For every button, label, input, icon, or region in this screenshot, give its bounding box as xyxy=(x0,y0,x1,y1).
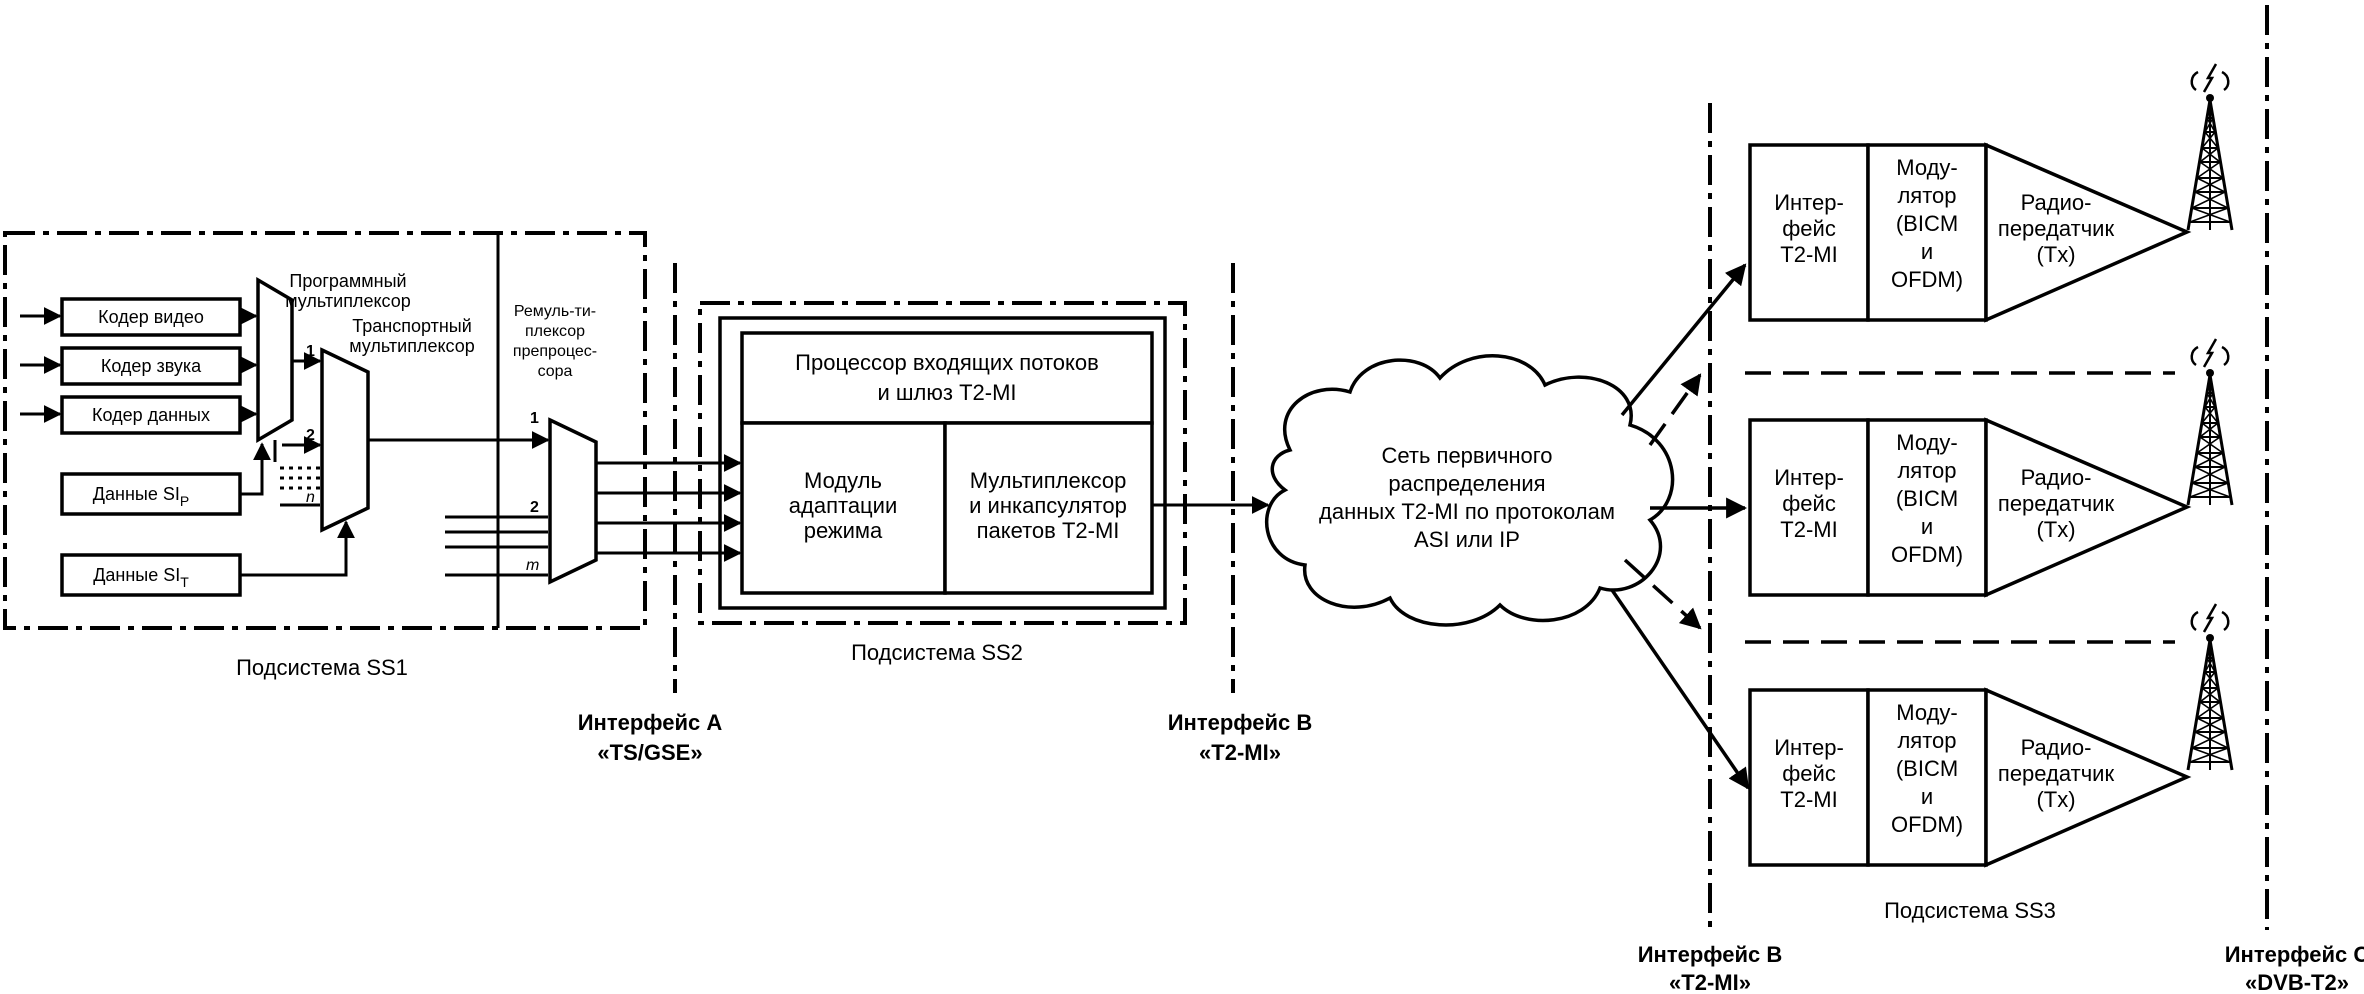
chain-3-tx-label-1: Радио- xyxy=(2021,735,2092,760)
chain-3-modulator-label-1: Моду- xyxy=(1896,700,1958,725)
chain-2-modulator-label-5: OFDM) xyxy=(1891,542,1963,567)
data-encoder-block: Кодер данных xyxy=(20,395,258,435)
network-label-1: Сеть первичного xyxy=(1381,443,1552,468)
chain-2-tx-label-2: передатчик xyxy=(1998,491,2115,516)
remux-label-2: плексор xyxy=(525,323,585,340)
network-label-2: распределения xyxy=(1388,471,1545,496)
svg-text:Данные SIP: Данные SIP xyxy=(93,484,189,509)
chain-1-tx-label-3: (Tx) xyxy=(2036,242,2075,267)
remux-label-1: Ремуль-ти- xyxy=(514,303,596,320)
distribution-network-cloud: Сеть первичного распределения данных Т2-… xyxy=(1264,354,1675,627)
remux-label-3: препроцес- xyxy=(513,343,597,360)
antenna-tower-icon xyxy=(2186,602,2234,772)
processor-label-2: и шлюз Т2-MI xyxy=(877,380,1016,405)
si-p-block: Данные SIP xyxy=(60,442,271,516)
program-mux-label-1: Программный xyxy=(289,271,406,291)
interface-b-mid-label-2: «Т2-MI» xyxy=(1199,740,1281,765)
data-encoder-label: Кодер данных xyxy=(92,405,210,425)
chain-2-modulator-label-2: лятор xyxy=(1897,458,1956,483)
chain-2-interface-label-3: Т2-MI xyxy=(1780,517,1837,542)
si-t-block: Данные SIT xyxy=(60,520,355,597)
video-encoder-label: Кодер видео xyxy=(98,307,204,327)
remux-port-1: 1 xyxy=(530,410,539,427)
video-encoder-block: Кодер видео xyxy=(20,297,258,337)
subsystem-ss1: Кодер видео Кодер звука Кодер данных Про… xyxy=(3,231,742,680)
remux-shape xyxy=(548,417,598,585)
chain-3-interface-label-3: Т2-MI xyxy=(1780,787,1837,812)
ss3-title: Подсистема SS3 xyxy=(1884,898,2056,923)
interface-b-mid-label-1: Интерфейс В xyxy=(1168,710,1313,735)
transport-mux-label-2: мультиплексор xyxy=(349,336,475,356)
transmitter-chain-2: Интер- фейс Т2-MI Моду- лятор (BICM и OF… xyxy=(1748,337,2234,598)
mux-encapsulator-label-3: пакетов Т2-MI xyxy=(977,518,1120,543)
transmitter-chain-1: Интер- фейс Т2-MI Моду- лятор (BICM и OF… xyxy=(1748,62,2234,323)
ss2-title: Подсистема SS2 xyxy=(851,640,1023,665)
interface-c-label-2: «DVB-T2» xyxy=(2245,970,2349,994)
transmitter-chain-3: Интер- фейс Т2-MI Моду- лятор (BICM и OF… xyxy=(1748,602,2234,868)
chain-2-tx-label-1: Радио- xyxy=(2021,465,2092,490)
si-t-label: Данные SI xyxy=(93,565,180,585)
chain-3-modulator-label-5: OFDM) xyxy=(1891,812,1963,837)
chain-3-modulator-label-4: и xyxy=(1921,784,1933,809)
port-2-label: 2 xyxy=(306,427,315,444)
interface-a-label-1: Интерфейс А xyxy=(578,710,723,735)
antenna-tower-icon xyxy=(2186,62,2234,232)
chain-2-interface-label-2: фейс xyxy=(1782,491,1836,516)
chain-1-modulator-label-3: (BICM xyxy=(1896,211,1958,236)
chain-3-modulator-label-2: лятор xyxy=(1897,728,1956,753)
chain-3-modulator-label-3: (BICM xyxy=(1896,756,1958,781)
interface-b-right-label-1: Интерфейс В xyxy=(1638,942,1783,967)
chain-3-interface-label-2: фейс xyxy=(1782,761,1836,786)
module-label-1: Модуль xyxy=(804,468,882,493)
remux-port-m: m xyxy=(526,557,539,574)
antenna-tower-icon xyxy=(2186,337,2234,507)
interface-b-right-label-2: «Т2-MI» xyxy=(1669,970,1751,994)
interface-c-label-1: Интерфейс С xyxy=(2225,942,2364,967)
chain-2-interface-label-1: Интер- xyxy=(1774,465,1844,490)
port-n-label: n xyxy=(306,489,315,506)
si-t-subscript: T xyxy=(180,574,189,590)
audio-encoder-block: Кодер звука xyxy=(20,346,258,386)
audio-encoder-label: Кодер звука xyxy=(101,356,202,376)
chain-2-modulator-label-3: (BICM xyxy=(1896,486,1958,511)
chain-1-modulator-label-5: OFDM) xyxy=(1891,267,1963,292)
ss1-title: Подсистема SS1 xyxy=(236,655,408,680)
network-label-4: ASI или IP xyxy=(1414,527,1520,552)
chain-3-tx-label-2: передатчик xyxy=(1998,761,2115,786)
module-label-3: режима xyxy=(804,518,883,543)
chain-1-interface-label-1: Интер- xyxy=(1774,190,1844,215)
chain-1-modulator-label-4: и xyxy=(1921,239,1933,264)
subsystem-ss2: Процессор входящих потоков и шлюз Т2-MI … xyxy=(698,301,1187,665)
transport-mux-shape xyxy=(320,347,370,533)
si-p-label: Данные SI xyxy=(93,484,180,504)
program-mux-label-2: мультиплексор xyxy=(285,291,411,311)
processor-label-1: Процессор входящих потоков xyxy=(795,350,1099,375)
port-1-label: 1 xyxy=(306,343,315,360)
module-label-2: адаптации xyxy=(789,493,897,518)
chain-1-modulator-label-2: лятор xyxy=(1897,183,1956,208)
mux-encapsulator-label-2: и инкапсулятор xyxy=(969,493,1127,518)
svg-text:Данные SIT: Данные SIT xyxy=(93,565,189,590)
chain-2-modulator-label-1: Моду- xyxy=(1896,430,1958,455)
chain-1-tx-label-2: передатчик xyxy=(1998,216,2115,241)
network-label-3: данных Т2-MI по протоколам xyxy=(1319,499,1615,524)
chain-3-tx-label-3: (Tx) xyxy=(2036,787,2075,812)
mux-encapsulator-label-1: Мультиплексор xyxy=(970,468,1127,493)
interface-a-label-2: «TS/GSE» xyxy=(597,740,702,765)
chain-1-interface-label-2: фейс xyxy=(1782,216,1836,241)
program-mux-shape xyxy=(256,276,294,444)
remux-label-4: сора xyxy=(538,363,573,380)
remux-port-2: 2 xyxy=(530,499,539,516)
chain-1-interface-label-3: Т2-MI xyxy=(1780,242,1837,267)
transport-mux-label-1: Транспортный xyxy=(352,316,472,336)
chain-1-tx-label-1: Радио- xyxy=(2021,190,2092,215)
chain-2-tx-label-3: (Tx) xyxy=(2036,517,2075,542)
chain-3-interface-label-1: Интер- xyxy=(1774,735,1844,760)
si-p-subscript: P xyxy=(180,493,189,509)
chain-1-modulator-label-1: Моду- xyxy=(1896,155,1958,180)
chain-2-modulator-label-4: и xyxy=(1921,514,1933,539)
